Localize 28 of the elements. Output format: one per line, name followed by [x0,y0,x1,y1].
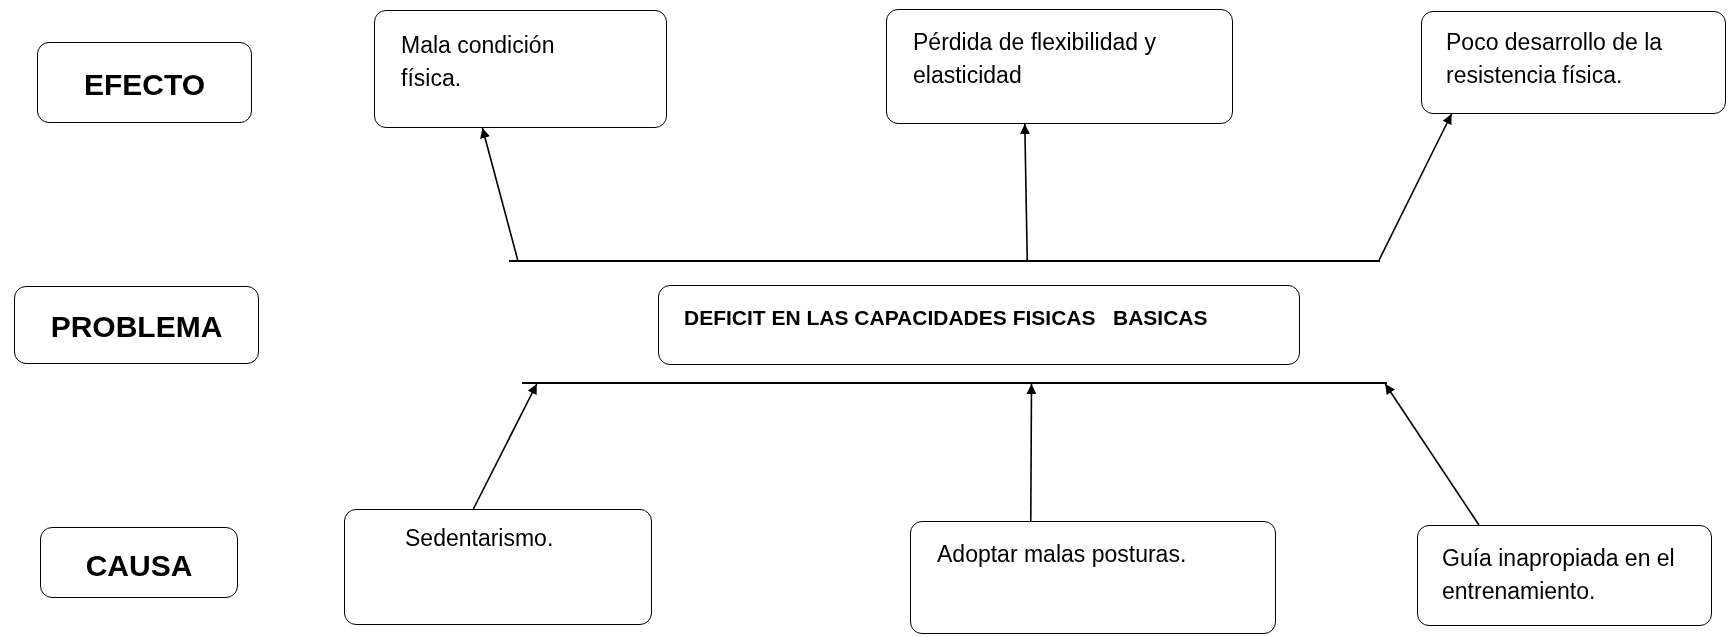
row-label: PROBLEMA [49,309,224,345]
box-text: Mala condición física. [401,31,556,94]
text-box [910,521,1276,634]
text-box [374,10,667,128]
row-label-box [14,286,259,364]
box-text: DEFICIT EN LAS CAPACIDADES FISICAS BASICAS [684,305,1209,331]
box-text: Adoptar malas posturas. [937,540,1188,569]
horizontal-line [522,382,1387,384]
arrow [480,127,519,261]
text-box [344,509,652,625]
arrow [472,383,538,510]
row-label: CAUSA [84,548,194,584]
text-box [886,9,1233,124]
box-text: Guía inapropiada en el entrenamiento. [1442,544,1676,607]
text-box [1421,11,1726,114]
arrow [1384,383,1480,526]
box-text: Poco desarrollo de la resistencia física. [1446,28,1664,91]
arrow [1378,113,1453,261]
box-text: Sedentarismo. [405,524,555,553]
arrow [1020,123,1030,261]
arrow [1026,383,1037,522]
row-label-box [37,42,252,123]
text-box [658,285,1300,365]
text-box [1417,525,1712,626]
row-label-box [40,527,238,598]
box-text: Pérdida de flexibilidad y elasticidad [913,28,1157,91]
row-label: EFECTO [82,67,207,103]
horizontal-line [509,260,1380,262]
